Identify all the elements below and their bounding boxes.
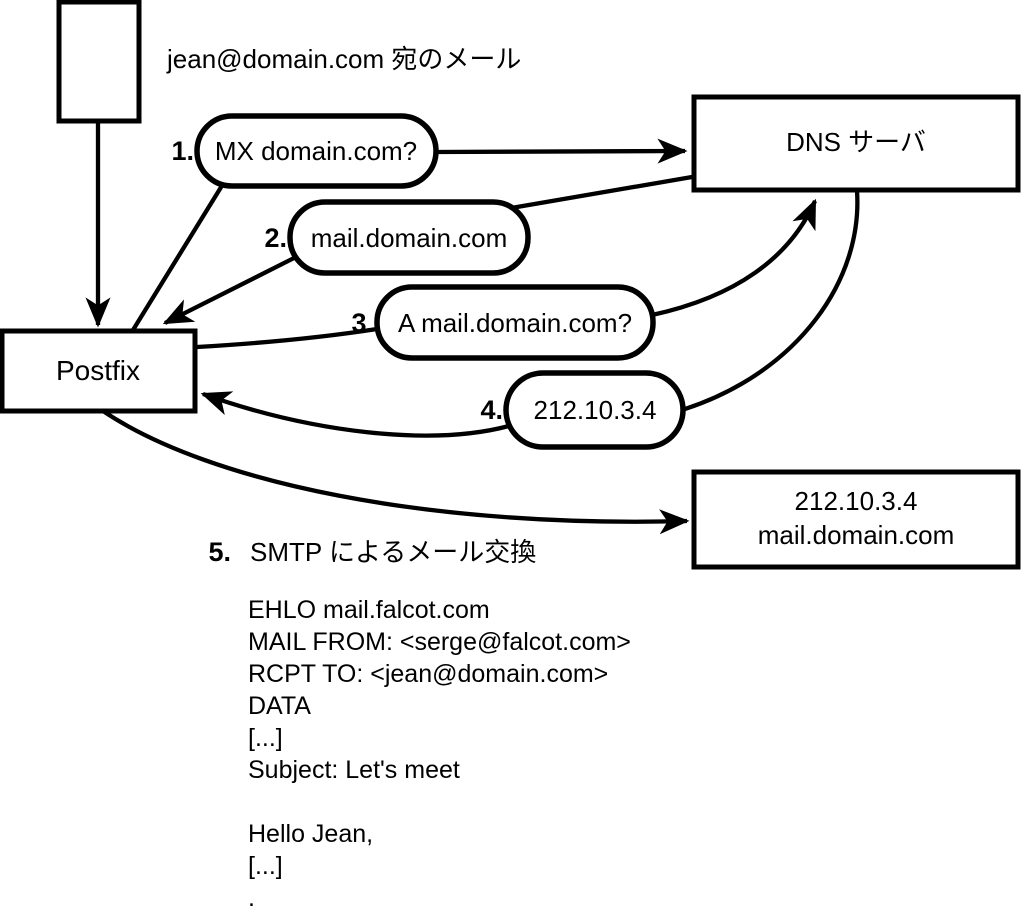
dns-server-node — [691, 94, 1021, 193]
mail-note: jean@domain.com 宛のメール — [166, 44, 521, 74]
step-4-number: 4. — [480, 395, 503, 425]
step-4-bubble — [503, 370, 686, 450]
line-dns-to-step2 — [493, 174, 693, 214]
mail-server-node — [691, 469, 1021, 570]
step-5-label: SMTP によるメール交換 — [250, 537, 536, 567]
envelope-node — [56, 0, 142, 124]
arrow-step1-to-dns — [435, 138, 688, 164]
dns-server-label: DNS サーバ — [786, 127, 926, 157]
step-5-number: 5. — [208, 537, 231, 567]
step-3-label: A mail.domain.com? — [398, 308, 632, 338]
postfix-label: Postfix — [56, 355, 140, 386]
step-1-label: MX domain.com? — [215, 136, 417, 166]
arrow-step2-to-postfix — [162, 255, 297, 325]
mail-server-ip-label: 212.10.3.4 — [795, 486, 918, 516]
step-1-bubble — [194, 113, 439, 189]
mail-server-hostname-label: mail.domain.com — [758, 520, 955, 550]
step-2-bubble — [287, 199, 531, 276]
line-dns-to-step4 — [684, 190, 860, 412]
line-postfix-to-step3 — [196, 326, 378, 350]
step-3-number: 3. — [351, 308, 374, 338]
step-4-label: 212.10.3.4 — [534, 395, 657, 425]
step-1-number: 1. — [171, 136, 194, 166]
arrow-step3-to-dns — [651, 198, 817, 318]
postfix-node — [0, 328, 198, 414]
line-postfix-to-step1 — [131, 182, 225, 332]
step-2-label: mail.domain.com — [311, 223, 508, 253]
arrow-step4-to-postfix — [200, 391, 510, 438]
arrow-postfix-to-mail-server — [101, 409, 690, 535]
step-2-number: 2. — [264, 223, 287, 253]
step-3-bubble — [374, 284, 656, 361]
smtp-session-text: EHLO mail.falcot.com MAIL FROM: <serge@f… — [248, 596, 631, 912]
